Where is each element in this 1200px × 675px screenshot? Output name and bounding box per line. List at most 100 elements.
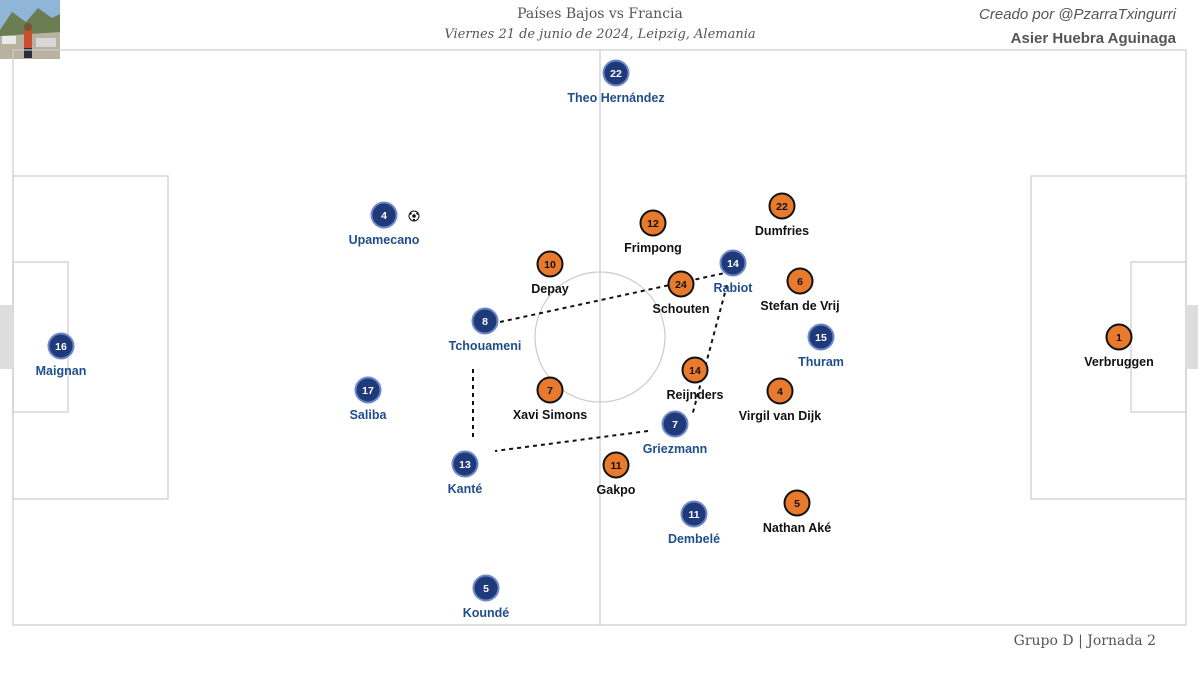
player-marker [602,451,630,479]
pitch-markings [12,49,1187,626]
player-marker [766,377,794,405]
player-name: Dumfries [755,224,809,238]
player-name: Schouten [653,302,710,316]
player-number: 5 [483,583,489,595]
player-marker [602,59,630,87]
competition-footer: Grupo D | Jornada 2 [1013,633,1156,649]
player-number: 7 [547,385,553,397]
ball-icon [408,210,420,222]
player-number: 17 [362,385,374,397]
player-number: 1 [1116,332,1122,344]
pass-line-rabiot-griezmann [691,284,728,417]
player-marker [536,250,564,278]
player-number: 8 [482,316,488,328]
player-name: Gakpo [597,483,636,497]
player-name: Thuram [798,355,844,369]
right-goal [1186,305,1198,369]
player-marker [681,356,709,384]
player-marker [661,410,689,438]
credit-created-by: Creado por @PzarraTxingurri [979,6,1176,23]
center-circle [534,271,666,403]
player-number: 7 [672,419,678,431]
player-number: 12 [647,218,659,230]
player-number: 15 [815,332,827,344]
player-name: Kanté [448,482,483,496]
match-title: Países Bajos vs Francia [517,6,683,22]
player-name: Frimpong [624,241,682,255]
player-number: 10 [544,259,556,271]
player-name: Verbruggen [1084,355,1153,369]
player-marker [639,209,667,237]
player-name: Koundé [463,606,510,620]
player-marker [370,201,398,229]
player-marker [786,267,814,295]
player-number: 11 [688,509,699,521]
match-subtitle: Viernes 21 de junio de 2024, Leipzig, Al… [444,27,756,42]
player-number: 24 [675,279,687,291]
player-marker [472,574,500,602]
player-marker [1105,323,1133,351]
player-name: Virgil van Dijk [739,409,821,423]
player-number: 5 [794,498,800,510]
player-name: Reijnders [667,388,724,402]
player-name: Xavi Simons [513,408,587,422]
player-name: Depay [531,282,569,296]
pass-line-tchouameni-rabiot [499,272,726,323]
right-goal-area [1130,261,1187,413]
player-marker [680,500,708,528]
player-name: Theo Hernández [567,91,664,105]
player-number: 14 [727,258,739,270]
player-number: 14 [689,365,701,377]
left-goal [0,305,13,369]
player-number: 4 [381,210,387,222]
player-marker [768,192,796,220]
player-number: 22 [776,201,788,213]
player-name: Griezmann [643,442,708,456]
player-number: 13 [459,459,471,471]
credit-author: Asier Huebra Aguinaga [1010,30,1176,47]
player-marker [451,450,479,478]
player-name: Rabiot [714,281,754,295]
player-number: 22 [610,68,622,80]
player-name: Nathan Aké [763,521,831,535]
player-number: 6 [797,276,803,288]
player-name: Saliba [350,408,388,422]
player-number: 11 [610,460,621,472]
player-marker [783,489,811,517]
player-name: Stefan de Vrij [760,299,839,313]
player-name: Maignan [36,364,87,378]
left-penalty-area [12,175,169,500]
pass-line-griezmann-kante [494,430,649,452]
player-name: Tchouameni [449,339,522,353]
player-number: 4 [777,386,783,398]
player-marker [719,249,747,277]
player-marker [47,332,75,360]
player-name: Dembelé [668,532,720,546]
author-photo [0,0,60,59]
player-marker [667,270,695,298]
player-number: 16 [55,341,67,353]
